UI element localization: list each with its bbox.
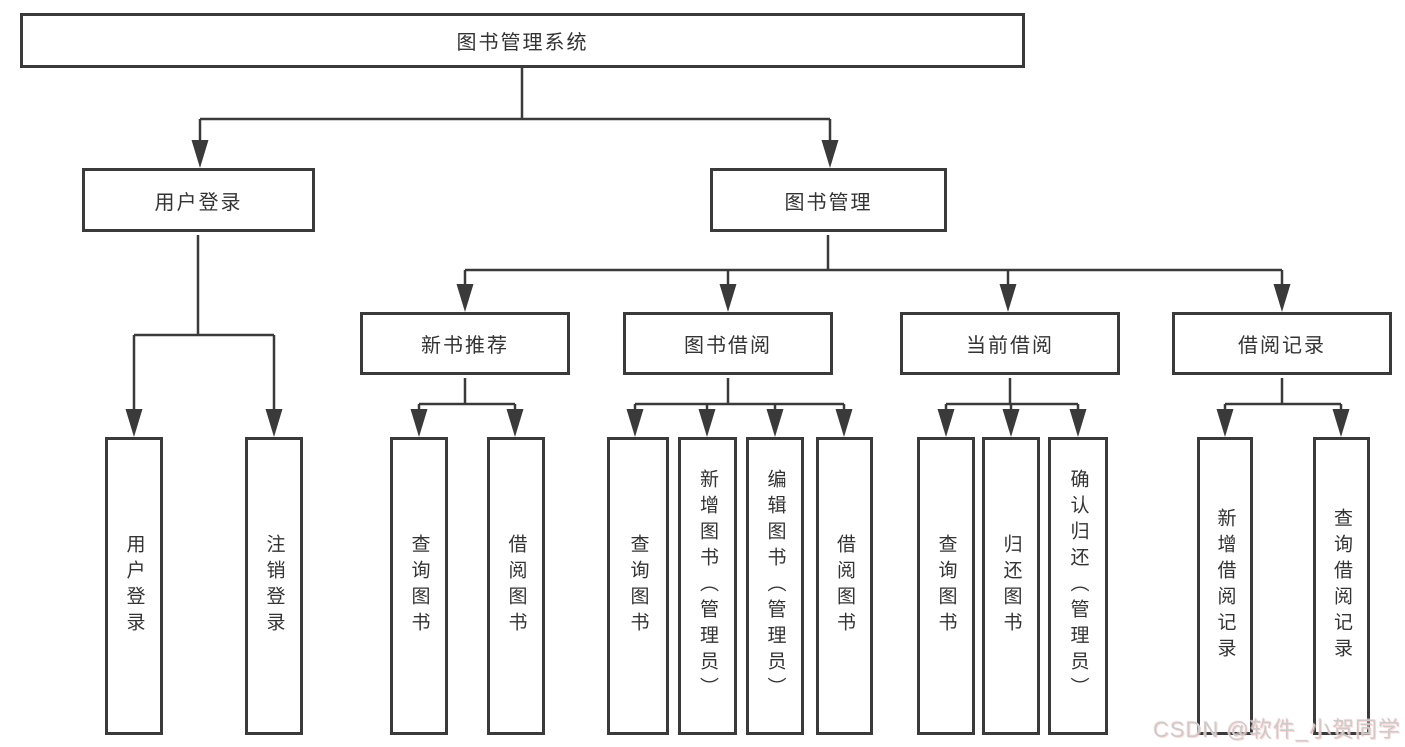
watermark-text: CSDN @软件_小贺同学 xyxy=(1152,717,1401,742)
node-leaf-add-borrow-record-label: 新增借阅记录 xyxy=(1214,508,1236,664)
node-leaf-logout-label: 注销登录 xyxy=(263,534,285,638)
node-leaf-borrow-books-borrowing-label: 借阅图书 xyxy=(834,534,855,638)
node-leaf-add-book-admin-label: 新增图书（管理员） xyxy=(697,469,718,703)
node-leaf-query-borrow-record-label: 查询借阅记录 xyxy=(1331,508,1352,664)
node-leaf-confirm-return-admin-label: 确认归还（管理员） xyxy=(1067,469,1089,703)
node-book-borrowing-label: 图书借阅 xyxy=(684,335,772,357)
node-leaf-edit-book-admin: 编辑图书（管理员） xyxy=(746,437,804,735)
node-leaf-query-books-recommend-label: 查询图书 xyxy=(408,534,430,638)
node-leaf-borrow-books-recommend: 借阅图书 xyxy=(487,437,545,735)
node-leaf-edit-book-admin-label: 编辑图书（管理员） xyxy=(764,469,786,703)
node-leaf-add-borrow-record: 新增借阅记录 xyxy=(1197,437,1253,735)
node-leaf-user-login-label: 用户登录 xyxy=(123,534,145,638)
node-leaf-confirm-return-admin: 确认归还（管理员） xyxy=(1048,437,1108,735)
node-leaf-return-books: 归还图书 xyxy=(982,437,1040,735)
node-user-login: 用户登录 xyxy=(82,168,315,232)
node-leaf-add-book-admin: 新增图书（管理员） xyxy=(678,437,737,735)
node-current-borrowing: 当前借阅 xyxy=(900,312,1120,375)
node-leaf-return-books-label: 归还图书 xyxy=(1000,534,1022,638)
node-leaf-query-books-current-label: 查询图书 xyxy=(935,534,957,638)
node-leaf-query-books-recommend: 查询图书 xyxy=(390,437,448,735)
node-leaf-logout: 注销登录 xyxy=(245,437,303,735)
node-leaf-user-login: 用户登录 xyxy=(105,437,163,735)
node-borrowing-records-label: 借阅记录 xyxy=(1238,335,1326,357)
node-book-management-label: 图书管理 xyxy=(784,191,873,214)
node-leaf-borrow-books-borrowing: 借阅图书 xyxy=(816,437,873,735)
node-leaf-query-borrow-record: 查询借阅记录 xyxy=(1313,437,1370,735)
node-leaf-borrow-books-recommend-label: 借阅图书 xyxy=(505,534,527,638)
node-book-borrowing: 图书借阅 xyxy=(623,312,833,375)
node-leaf-query-books-borrowing-label: 查询图书 xyxy=(627,534,649,638)
node-book-management: 图书管理 xyxy=(710,168,947,232)
node-library-system-label: 图书管理系统 xyxy=(456,32,589,54)
node-leaf-query-books-borrowing: 查询图书 xyxy=(607,437,669,735)
node-current-borrowing-label: 当前借阅 xyxy=(966,335,1054,357)
node-new-book-recommend-label: 新书推荐 xyxy=(421,335,509,357)
node-library-system: 图书管理系统 xyxy=(20,13,1025,68)
node-borrowing-records: 借阅记录 xyxy=(1172,312,1392,375)
node-user-login-label: 用户登录 xyxy=(154,191,243,214)
node-leaf-query-books-current: 查询图书 xyxy=(917,437,975,735)
node-new-book-recommend: 新书推荐 xyxy=(360,312,570,375)
